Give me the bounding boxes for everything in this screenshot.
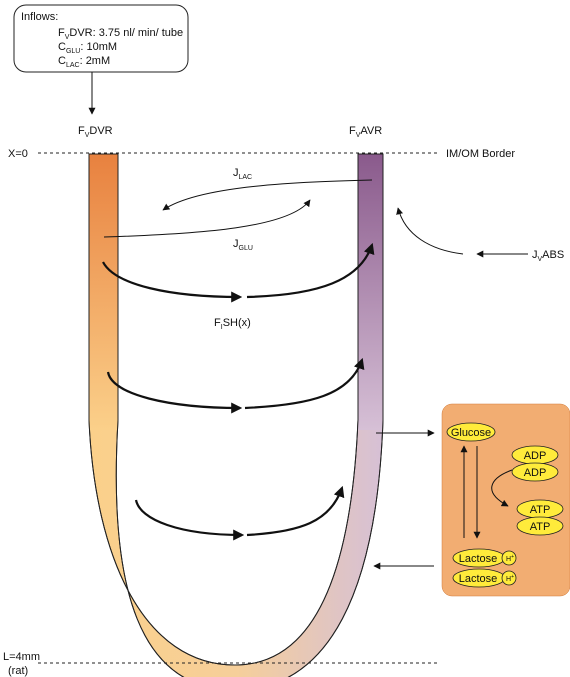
lactose-label-1: Lactose <box>459 553 498 565</box>
jglu-arrow <box>103 199 311 238</box>
cell-metabolism-box: Glucose ADP ADP ATP ATP Lactose H+ Lacto… <box>441 403 570 597</box>
inflows-box: Inflows: FVDVR: 3.75 nl/ min/ tube CGLU:… <box>13 4 189 73</box>
hplus-ion-2 <box>501 570 517 586</box>
atp-label-2: ATP <box>530 521 551 533</box>
hplus-label-2: H+ <box>506 574 514 583</box>
x0-label: X=0 <box>8 148 28 160</box>
adp-to-atp-arrow <box>491 469 513 507</box>
hplus-ion-1 <box>501 550 517 566</box>
hplus-label-1: H+ <box>506 554 514 563</box>
rat-label: (rat) <box>8 665 28 677</box>
shunt-arrows-3 <box>134 485 345 541</box>
ascending-vessel <box>358 154 383 430</box>
atp-label-1: ATP <box>530 504 551 516</box>
reabsorption-arrow <box>396 207 464 255</box>
inflows-title: Inflows: <box>21 11 58 23</box>
adp-label-2: ADP <box>524 467 547 479</box>
inflows-cglu: CGLU: 10mM <box>58 41 117 55</box>
shunt-arrows-2 <box>106 357 365 414</box>
vasa-recta-loop <box>88 153 384 677</box>
fish-label: FISH(x) <box>214 317 251 331</box>
jglu-label: JGLU <box>233 238 253 252</box>
lactose-label-2: Lactose <box>459 573 498 585</box>
jlac-arrow <box>162 179 373 211</box>
shunt-arrows-1 <box>102 242 375 303</box>
fvavr-label: FVAVR <box>349 125 382 139</box>
glucose-molecule <box>446 422 496 442</box>
descending-vessel <box>89 154 118 430</box>
jvabs-label: JVABS <box>532 249 564 263</box>
adp-label-1: ADP <box>524 450 547 462</box>
atp-molecule-2 <box>516 516 564 536</box>
length-label: L=4mm <box>3 651 40 663</box>
glucose-label: Glucose <box>451 427 491 439</box>
inflows-clac: CLAC: 2mM <box>58 55 110 69</box>
inflows-fvdvr: FVDVR: 3.75 nl/ min/ tube <box>58 27 183 41</box>
fvdvr-label: FVDVR <box>78 125 113 139</box>
border-label: IM/OM Border <box>446 148 515 160</box>
adp-molecule-2 <box>511 462 559 482</box>
jlac-label: JLAC <box>233 167 252 181</box>
